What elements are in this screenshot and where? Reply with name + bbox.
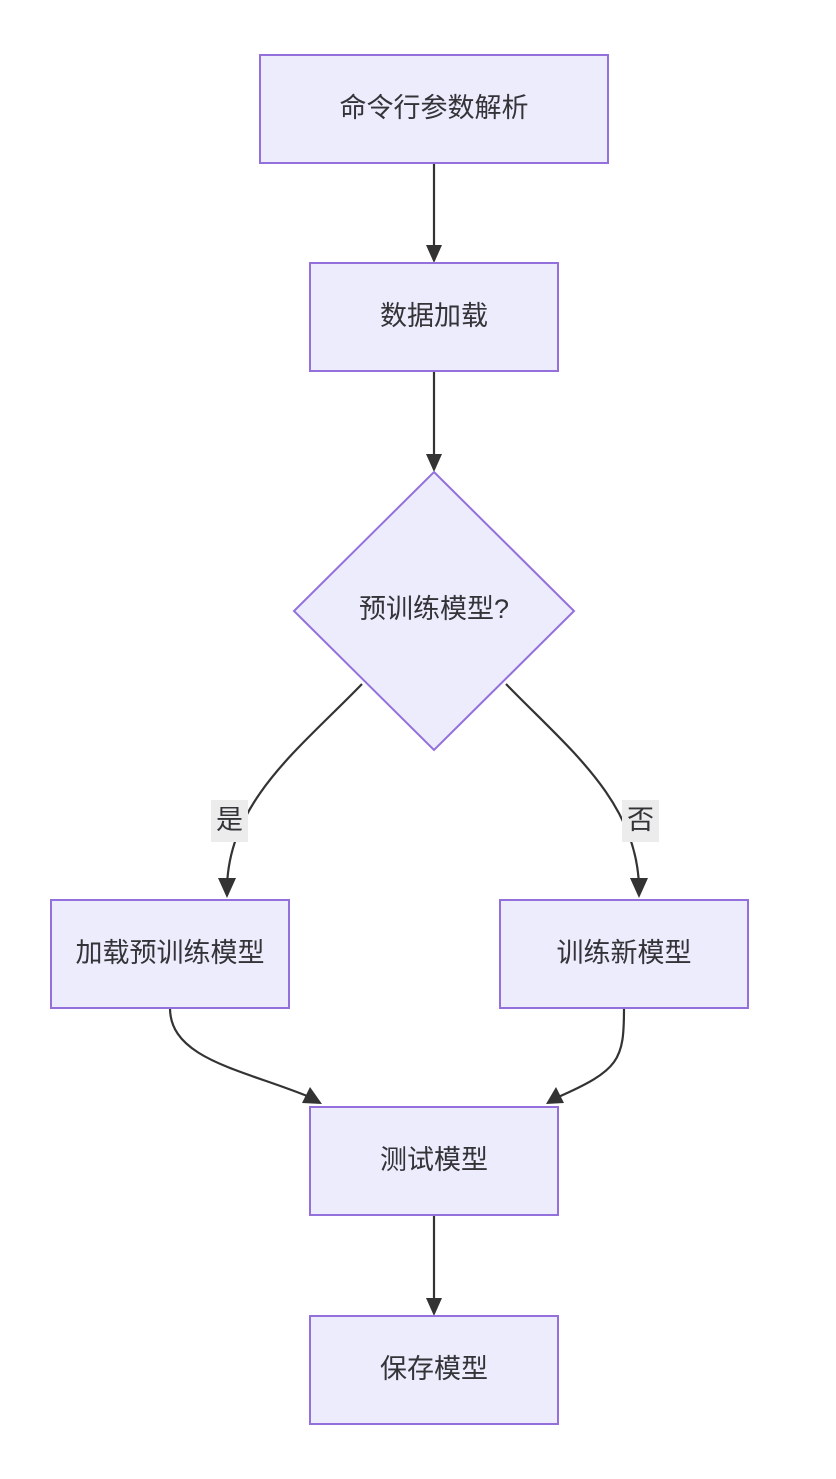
edge-test-to-save [426,1215,442,1316]
arrowhead-icon [302,1087,322,1104]
node-pretrained-model-decision[interactable]: 预训练模型? [292,470,576,752]
edge-load-pretrained-to-test [168,1007,322,1104]
arrowhead-icon [426,454,442,472]
node-test-model-box[interactable] [309,1106,559,1216]
edge-label-yes-bg [211,800,248,842]
edge-line [505,683,641,887]
node-load-pretrained-model[interactable]: 加载预训练模型 [50,899,290,1009]
edge-label-no-bg [622,800,659,842]
node-train-new-model-box[interactable] [499,899,749,1009]
edge-cmdparse-to-dataload [426,163,442,263]
edge-label-no: 否 [622,800,659,842]
arrowhead-icon [630,878,648,898]
node-test-model-label: 测试模型 [380,1145,488,1175]
arrowhead-icon [426,245,442,263]
edge-line [168,1007,313,1100]
arrowhead-icon [546,1087,564,1104]
node-train-new-model-label: 训练新模型 [557,938,692,968]
edge-decision-to-train-new [505,683,648,898]
node-data-loading-box[interactable] [309,262,559,372]
node-load-pretrained-model-label: 加载预训练模型 [76,938,265,968]
node-save-model-box[interactable] [309,1315,559,1425]
node-cmdline-arg-parse-label: 命令行参数解析 [340,93,529,123]
node-cmdline-arg-parse-box[interactable] [259,54,609,164]
edge-label-no-text: 否 [627,805,654,835]
node-data-loading-label: 数据加载 [380,301,488,331]
node-save-model[interactable]: 保存模型 [309,1315,559,1425]
edge-layer [168,163,648,1316]
node-layer: 命令行参数解析 数据加载 预训练模型? 加载预训练模型 训练新模型 [50,54,749,1425]
node-save-model-label: 保存模型 [380,1354,488,1384]
node-pretrained-model-decision-diamond[interactable] [292,470,576,752]
arrowhead-icon [426,1298,442,1316]
edge-label-yes: 是 [211,800,248,842]
edge-decision-to-load-pretrained [218,683,363,898]
edge-label-layer: 是 否 [211,800,659,842]
edge-dataload-to-decision [426,371,442,472]
node-test-model[interactable]: 测试模型 [309,1106,559,1216]
node-data-loading[interactable]: 数据加载 [309,262,559,372]
edge-train-new-to-test [546,1007,626,1104]
node-pretrained-model-decision-label: 预训练模型? [359,594,509,624]
node-train-new-model[interactable]: 训练新模型 [499,899,749,1009]
node-load-pretrained-model-box[interactable] [50,899,290,1009]
edge-label-yes-text: 是 [216,805,243,835]
edge-line [225,683,363,887]
node-cmdline-arg-parse[interactable]: 命令行参数解析 [259,54,609,164]
edge-line [555,1007,626,1100]
arrowhead-icon [218,878,236,898]
